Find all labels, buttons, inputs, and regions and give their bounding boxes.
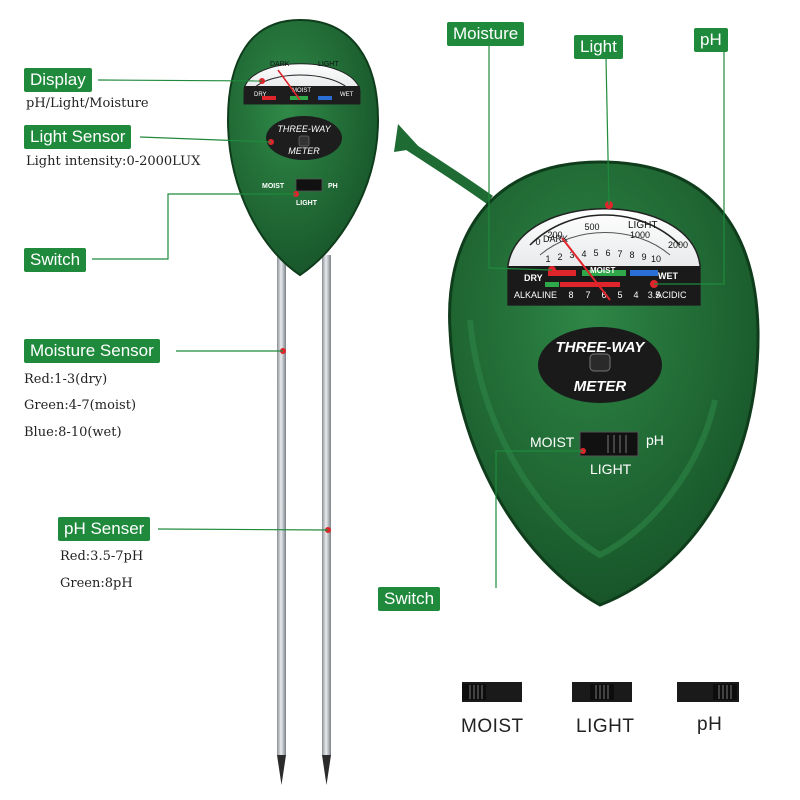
moisture-sensor-label: Moisture Sensor (24, 339, 160, 363)
switch-mode-ph: pH (697, 714, 723, 735)
ph-line-green: Green:8pH (60, 576, 133, 591)
ph-line-red: Red:3.5-7pH (60, 549, 144, 564)
switch-ph: pH (646, 432, 664, 448)
probe-right-tip (322, 755, 331, 785)
dial-moist: MOIST (590, 266, 615, 275)
ph-green-zone (545, 282, 559, 287)
moist-tick-3: 4 (581, 249, 586, 259)
light-tick-1: 200 (547, 230, 562, 240)
dial-light: LIGHT (628, 220, 657, 231)
moist-tick-4: 5 (593, 248, 598, 258)
switch-icon-light (572, 682, 632, 702)
light-sensor-label: Light Sensor (24, 125, 132, 149)
moist-tick-2: 3 (569, 250, 574, 260)
switch-mode-icons (462, 682, 739, 702)
moisture-line-blue: Blue:8-10(wet) (24, 425, 122, 440)
light-tick-3: 1000 (630, 230, 650, 240)
large-meter: DARK LIGHT DRY WET MOIST ALKALINE ACIDIC… (448, 160, 760, 607)
brand-bottom: METER (574, 378, 627, 395)
small-switch-ph: PH (328, 183, 338, 190)
display-label: Display (24, 68, 92, 92)
dial-dry: DRY (524, 273, 543, 283)
brand-top: THREE-WAY (556, 339, 647, 356)
zoom-arrow-head (394, 124, 420, 152)
dial-needle (561, 237, 611, 301)
switch-label-left: Switch (24, 248, 87, 272)
ph-tick-3: 5 (617, 290, 622, 300)
moist-blue-zone (630, 270, 658, 276)
small-dial-wet: WET (340, 92, 354, 98)
moisture-line-green: Green:4-7(moist) (24, 398, 137, 413)
light-tick-0: 0 (535, 237, 540, 247)
ph-scale: 8 7 6 5 4 3.5 (568, 290, 660, 300)
dial-acidic: ACIDIC (656, 290, 687, 300)
moist-tick-8: 9 (641, 252, 646, 262)
dial-alkaline: ALKALINE (514, 290, 557, 300)
moist-tick-7: 8 (629, 250, 634, 260)
switch-moist: MOIST (530, 434, 575, 450)
small-brand-top: THREE-WAY (277, 124, 331, 134)
ph-red-zone (560, 282, 620, 287)
ph-tick-5: 3.5 (648, 290, 661, 300)
ph-label: pH (694, 28, 728, 52)
moist-tick-5: 6 (605, 248, 610, 258)
ph-tick-2: 6 (601, 290, 606, 300)
small-light-sensor-window (298, 135, 310, 147)
moist-tick-1: 2 (557, 252, 562, 262)
small-dial-dark: DARK (270, 61, 290, 68)
moisture-label: Moisture (447, 22, 525, 46)
moisture-line-red: Red:1-3(dry) (24, 372, 108, 387)
probe-right (322, 255, 331, 755)
moist-tick-9: 10 (651, 254, 661, 264)
small-dial-dry: DRY (254, 92, 267, 98)
switch-mode-light: LIGHT (576, 716, 635, 737)
switch-label-right: Switch (378, 587, 441, 611)
small-brand-bottom: METER (288, 146, 320, 156)
small-dial-needle (277, 69, 301, 101)
switch-icon-moist (462, 682, 522, 702)
light-label: Light (574, 35, 623, 59)
display-description: pH/Light/Moisture (26, 96, 149, 111)
small-switch (295, 178, 323, 192)
right-connectors (488, 45, 725, 588)
light-scale: 0 200 500 1000 2000 (535, 222, 688, 250)
dial-dark: DARK (543, 234, 568, 244)
small-dial-moist: MOIST (292, 88, 311, 94)
moist-red-zone (548, 270, 576, 276)
dial-wet: WET (658, 271, 678, 281)
light-sensor-window (589, 353, 611, 372)
probe-left (277, 255, 286, 755)
ph-senser-label: pH Senser (58, 517, 151, 541)
switch-light: LIGHT (590, 461, 632, 477)
small-switch-light: LIGHT (296, 200, 318, 207)
ph-tick-1: 7 (585, 290, 590, 300)
ph-tick-0: 8 (568, 290, 573, 300)
small-dial-light: LIGHT (318, 61, 339, 68)
small-switch-moist: MOIST (262, 183, 285, 190)
light-tick-2: 500 (584, 222, 599, 232)
switch-icon-ph (677, 682, 739, 702)
switch-mode-moist: MOIST (461, 716, 524, 737)
left-connectors (92, 79, 329, 531)
light-sensor-description: Light intensity:0-2000LUX (26, 154, 201, 169)
light-tick-4: 2000 (668, 240, 688, 250)
mode-switch (579, 431, 639, 457)
moist-green-zone (582, 270, 626, 276)
moist-tick-0: 1 (545, 254, 550, 264)
ph-tick-4: 4 (633, 290, 638, 300)
small-meter: DARK LIGHT DRY WET MOIST THREE-WAY METER… (226, 18, 380, 785)
probe-left-tip (277, 755, 286, 785)
moist-tick-6: 7 (617, 249, 622, 259)
